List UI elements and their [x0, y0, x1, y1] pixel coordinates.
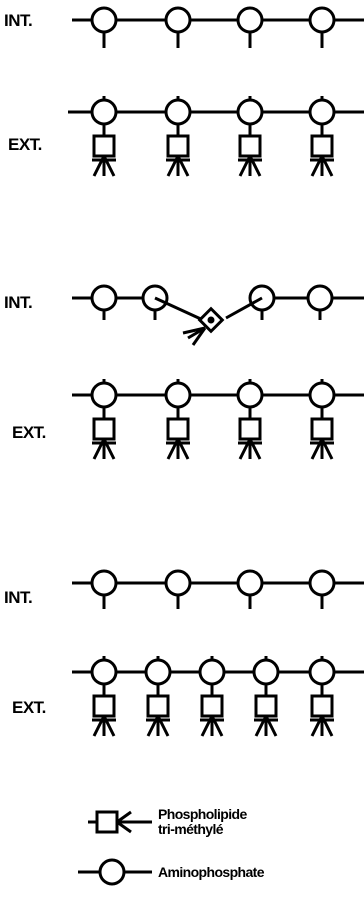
legend-phospholipid-label-1: Phospholipide	[158, 806, 247, 822]
circle-head-icon	[236, 6, 264, 34]
inner-leaflet	[72, 569, 364, 609]
phospholipid-unit	[144, 656, 172, 737]
square-head-icon	[166, 417, 190, 441]
circle-head-icon	[236, 569, 264, 597]
outer-leaflet	[72, 656, 364, 737]
circle-head-icon	[144, 658, 172, 686]
inner-leaflet	[72, 284, 364, 320]
square-head-icon	[166, 134, 190, 158]
phospholipid-unit	[236, 379, 264, 460]
aminophosphate-unit	[236, 6, 264, 48]
aminophosphate-unit	[236, 569, 264, 609]
square-head-icon	[310, 134, 334, 158]
label-int: INT.	[4, 588, 32, 607]
aminophosphate-unit	[90, 6, 118, 48]
aminophosphate-unit	[308, 6, 336, 48]
circle-head-icon	[306, 284, 334, 312]
aminophosphate-unit	[164, 6, 192, 48]
circle-head-icon	[164, 569, 192, 597]
legend: Phospholipide tri-méthylé Aminophosphate	[78, 806, 265, 886]
circle-head-icon	[308, 6, 336, 34]
legend-aminophosphate: Aminophosphate	[78, 858, 265, 886]
circle-head-icon	[90, 284, 118, 312]
phospholipid-unit	[308, 96, 336, 177]
phospholipid-unit	[236, 96, 264, 177]
square-head-icon	[92, 417, 116, 441]
circle-head-icon	[90, 569, 118, 597]
square-head-icon	[310, 694, 334, 718]
label-ext: EXT.	[8, 135, 42, 154]
aminophosphate-unit	[306, 284, 334, 320]
phospholipid-unit	[252, 656, 280, 737]
circle-head-icon	[90, 658, 118, 686]
legend-phospholipid: Phospholipide tri-méthylé	[88, 806, 248, 837]
square-head-icon	[200, 694, 224, 718]
label-int: INT.	[4, 11, 32, 30]
phospholipid-unit	[164, 96, 192, 177]
circle-head-icon	[78, 858, 152, 886]
circle-head-icon	[252, 658, 280, 686]
label-ext: EXT.	[12, 423, 46, 442]
phospholipid-unit	[90, 379, 118, 460]
panel-3: INT. EXT.	[4, 569, 364, 737]
square-head-icon	[92, 694, 116, 718]
circle-head-icon	[236, 381, 264, 409]
circle-head-icon	[90, 381, 118, 409]
legend-aminophosphate-label: Aminophosphate	[158, 864, 265, 880]
aminophosphate-unit	[308, 569, 336, 609]
phospholipid-unit	[308, 379, 336, 460]
circle-head-icon	[198, 658, 226, 686]
aminophosphate-unit	[90, 569, 118, 609]
legend-phospholipid-label-2: tri-méthylé	[158, 821, 224, 837]
phospholipid-unit	[308, 656, 336, 737]
panel-1: INT. EXT.	[4, 6, 364, 177]
inner-leaflet	[72, 6, 364, 48]
phospholipid-unit	[90, 96, 118, 177]
outer-leaflet	[68, 96, 364, 177]
circle-head-icon	[308, 381, 336, 409]
square-head-icon	[254, 694, 278, 718]
phospholipid-unit	[90, 656, 118, 737]
aminophosphate-unit	[90, 284, 118, 320]
outer-leaflet	[72, 379, 364, 460]
circle-head-icon	[236, 98, 264, 126]
phospholipid-unit	[198, 656, 226, 737]
circle-head-icon	[308, 569, 336, 597]
square-head-icon	[92, 134, 116, 158]
flipped-phospholipid	[154, 296, 263, 346]
label-int: INT.	[4, 293, 32, 312]
circle-head-icon	[164, 6, 192, 34]
label-ext: EXT.	[12, 698, 46, 717]
circle-head-icon	[308, 98, 336, 126]
aminophosphate-unit	[164, 569, 192, 609]
circle-head-icon	[90, 98, 118, 126]
square-head-icon	[238, 134, 262, 158]
square-head-icon	[238, 417, 262, 441]
phospholipid-unit	[164, 379, 192, 460]
circle-head-icon	[164, 381, 192, 409]
square-head-icon	[310, 417, 334, 441]
square-head-tripod-tail-icon	[88, 810, 152, 834]
circle-head-icon	[164, 98, 192, 126]
panel-2: INT. EXT.	[4, 284, 364, 460]
square-head-icon	[146, 694, 170, 718]
circle-head-icon	[308, 658, 336, 686]
circle-head-icon	[90, 6, 118, 34]
